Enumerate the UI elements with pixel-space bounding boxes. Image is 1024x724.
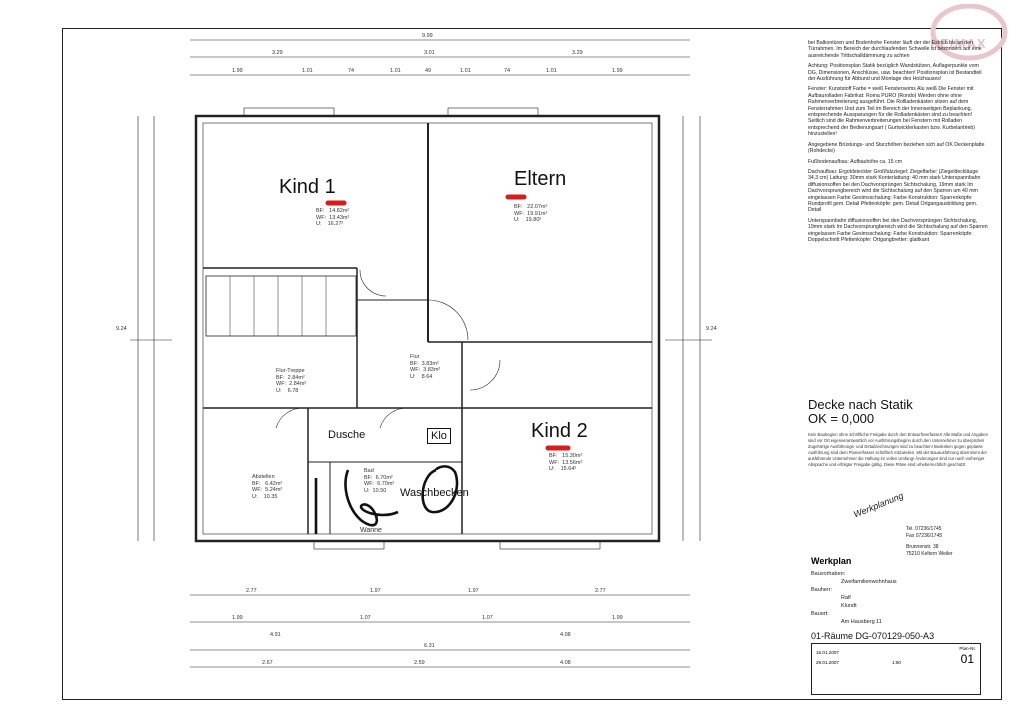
dim-bot-m: 2.59 (414, 660, 425, 666)
dim-bot-i: 4.91 (270, 632, 281, 638)
dim-bot-a: 2.77 (246, 588, 257, 594)
dim-side-right: 9.24 (706, 326, 717, 332)
note-5: Fußbodenaufbau: Aufbauhöhe ca. 15 cm (808, 158, 903, 165)
room-stats-eltern: BF: 22.07m² WF: 19.91m² U: 19.80² (514, 204, 548, 223)
dim-bot-n: 4.08 (560, 660, 571, 666)
dim-top-e: 1.01 (302, 68, 313, 74)
hand-drawn-marks (314, 465, 459, 534)
label-wanne: Wanne (360, 527, 382, 534)
dim-top-d: 1.99 (232, 68, 243, 74)
title-block-table: 16.01.2007 29.01.2007 1:50 Plan-Nr. 01 (811, 643, 981, 695)
dim-bot-e: 1.99 (232, 615, 243, 621)
remax-logo: RE/MAX (930, 36, 987, 51)
dim-bot-j: 4.08 (560, 632, 571, 638)
room-stats-kind1: BF: 14.82m² WF: 13.43m² U: 16.27² (316, 208, 350, 227)
dim-top-j: 74 (504, 68, 511, 74)
dim-bot-b: 1.97 (370, 588, 381, 594)
room-label-kind1: Kind 1 (279, 176, 336, 198)
room-stats-bad: Bad BF: 6.70m² WF: 6.70m² U: 10.50 (364, 468, 395, 494)
dim-top-k: 1.01 (546, 68, 557, 74)
balloon-icon (930, 4, 1008, 61)
fine-print: Kein Baubeginn ohne schriftliche Freigab… (808, 432, 988, 467)
note-1: bei Balkontüren und Bodenhohe Fenster lä… (808, 40, 982, 59)
dim-bot-c: 1.97 (468, 588, 479, 594)
dim-bot-h: 1.99 (612, 615, 623, 621)
room-stats-flur: Flur BF: 3.83m² WF: 3.83m² U: 8.64 (410, 354, 441, 380)
plan-id: 01-Räume DG-070129-050-A3 (811, 631, 935, 641)
room-label-kind2: Kind 2 (531, 420, 588, 442)
label-waschbecken: Waschbecken (400, 487, 469, 499)
note-4: Angegebene Brüstungs- und Sturzhöhen bez… (808, 141, 985, 155)
construction-notes: bei Balkontüren und Bodenhohe Fenster lä… (808, 40, 988, 247)
dim-top-i: 1.01 (460, 68, 471, 74)
dim-bot-d: 2.77 (595, 588, 606, 594)
note-6: Dachaufbau: Ergoldsteckter Großfalzziege… (808, 168, 981, 214)
dim-top-l: 1.99 (612, 68, 623, 74)
remax-watermark (924, 4, 1024, 68)
dim-side-left: 9.24 (116, 326, 127, 332)
dim-top-a: 3.29 (272, 50, 283, 56)
note-7: Unterspannbahn diffusionsoffen bei den D… (808, 217, 988, 243)
room-label-eltern: Eltern (514, 168, 567, 190)
dim-top-g: 1.01 (390, 68, 401, 74)
dim-top-b: 3.01 (424, 50, 435, 56)
dim-bot-f: 1.07 (360, 615, 371, 621)
werkplan-title: Werkplan (811, 556, 852, 566)
room-stats-flur-treppe: Flur-Treppe BF: 2.84m² WF: 2.84m² U: 6.7… (276, 368, 307, 394)
project-info: Bauvorhaben: Zweifamilienwohnhaus Bauher… (811, 571, 897, 625)
outer-wall (194, 114, 661, 543)
dim-top-h: 49 (425, 68, 432, 74)
dim-bot-k: 6.31 (424, 643, 435, 649)
room-stats-abstellen: Abstellen BF: 6.42m² WF: 5.24m² U: 10.35 (252, 474, 283, 500)
drawing-frame (62, 28, 1002, 700)
label-klo: Klo (427, 428, 451, 444)
room-stats-kind2: BF: 15.30m² WF: 13.56m² U: 15.64² (549, 453, 583, 472)
label-dusche: Dusche (328, 429, 366, 441)
dim-bot-g: 1.07 (482, 615, 493, 621)
decke-label: Decke nach Statik OK = 0,000 (808, 397, 913, 426)
dim-bot-l: 2.67 (262, 660, 273, 666)
note-3: Fenster: Kunststoff Farbe = weiß Fenster… (808, 86, 975, 138)
dim-top-f: 74 (348, 68, 355, 74)
dim-top-c: 3.29 (572, 50, 583, 56)
planner-contact: Tel. 07236/1745 Fax 07236/1745 Brunnenst… (906, 526, 953, 557)
dim-top-total: 9.99 (422, 33, 433, 39)
note-2: Achtung: Positionsplan Statik bezüglich … (808, 63, 982, 83)
